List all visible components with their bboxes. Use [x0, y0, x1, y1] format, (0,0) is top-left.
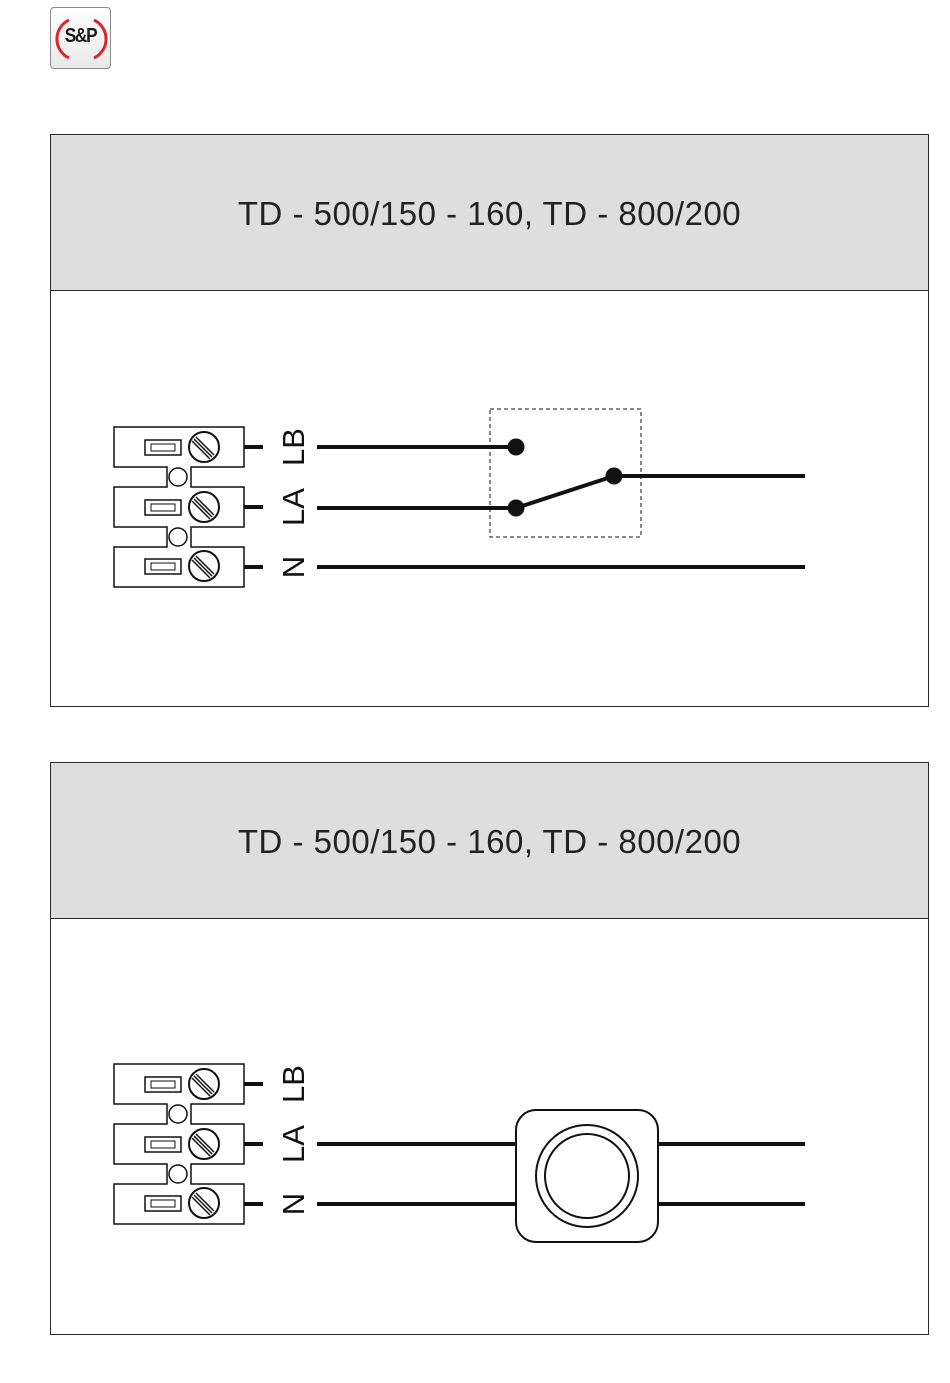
switch-icon: [490, 409, 641, 537]
terminal-label-lb: LB: [276, 428, 311, 466]
terminal-block: [114, 427, 263, 587]
terminal-label-la: LA: [276, 1125, 311, 1163]
logo-text: S&P: [55, 25, 106, 48]
wires: [317, 447, 805, 567]
terminal-label-n: N: [276, 1193, 311, 1215]
terminal-label-lb: LB: [276, 1065, 311, 1103]
screw-icon: [189, 1129, 219, 1159]
sp-logo: S&P: [50, 7, 111, 69]
wiring-panel-control-unit: TD - 500/150 - 160, TD - 800/200: [50, 762, 929, 1335]
terminal-block: [114, 1064, 263, 1224]
screw-icon: [189, 492, 219, 522]
wiring-diagram-switch: LB LA N: [51, 135, 930, 708]
terminal-label-la: LA: [276, 488, 311, 526]
screw-icon: [189, 1069, 219, 1099]
screw-icon: [189, 432, 219, 462]
screw-icon: [189, 1188, 219, 1218]
wiring-panel-switch: TD - 500/150 - 160, TD - 800/200: [50, 134, 929, 707]
screw-icon: [189, 551, 219, 581]
control-unit-icon: [516, 1110, 658, 1242]
wiring-diagram-control-unit: LB LA N: [51, 763, 930, 1336]
terminal-label-n: N: [276, 556, 311, 578]
